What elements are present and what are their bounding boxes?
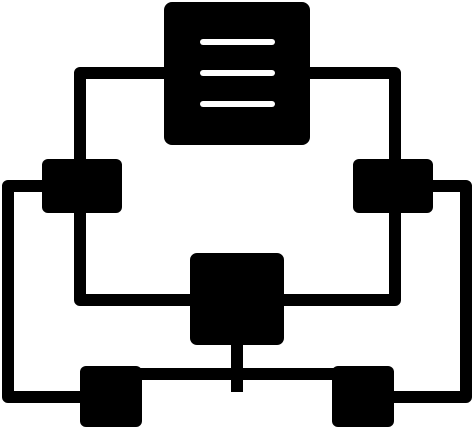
connector-right-outer — [388, 180, 472, 403]
right-node — [353, 159, 433, 213]
bottom-right-node — [332, 366, 394, 427]
connector-left-outer — [2, 180, 85, 403]
bottom-left-node — [80, 366, 142, 427]
center-node — [190, 253, 284, 345]
left-node — [42, 159, 122, 213]
document-lines — [200, 39, 275, 107]
